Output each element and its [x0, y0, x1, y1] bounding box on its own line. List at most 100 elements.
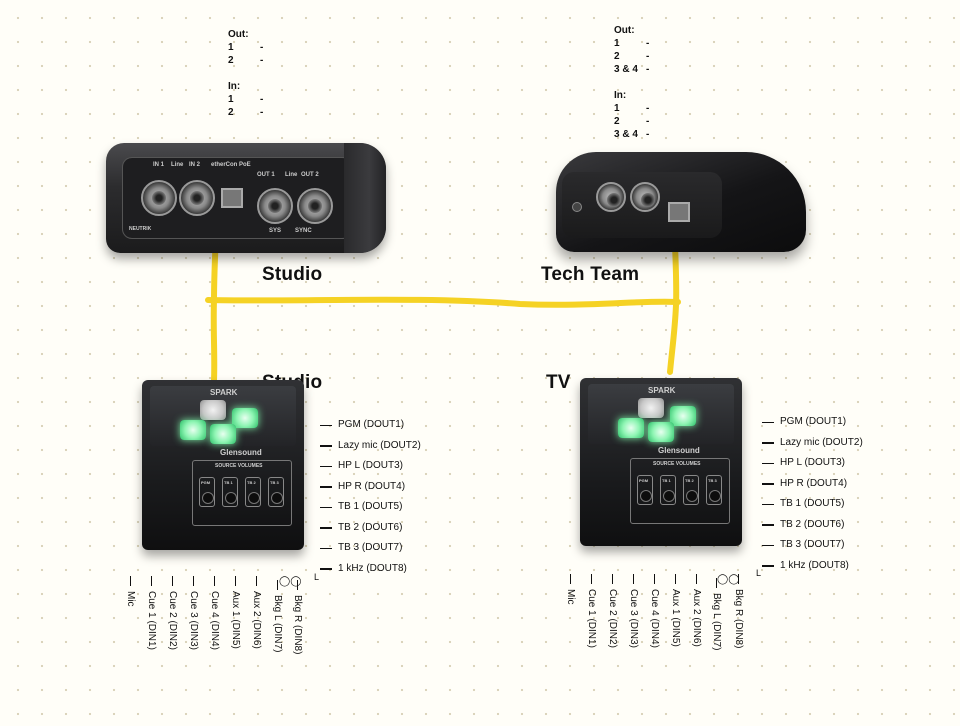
- device-endcap: [344, 143, 386, 253]
- output-item: HP L (DOUT3): [762, 453, 863, 474]
- output-item: TB 2 (DOUT6): [320, 518, 421, 539]
- volume-knob[interactable]: TB 3: [706, 475, 722, 505]
- xlr-in2-connector-icon: [179, 180, 215, 216]
- tech-in-heading: In:: [614, 90, 627, 101]
- output-item: PGM (DOUT1): [320, 415, 421, 436]
- tech-out-row: 3 & 4-: [614, 64, 650, 75]
- spark-top-panel: SPARK: [150, 386, 296, 446]
- input-label: Bkg L (DIN7): [711, 578, 722, 650]
- input-label: Cue 2 (DIN2): [607, 574, 618, 648]
- volume-knob[interactable]: TB 2: [683, 475, 699, 505]
- ethercon-port-icon: [221, 188, 243, 208]
- studio-spark-device: SPARK Glensound SOURCE VOLUMES PGM TB 1 …: [142, 380, 304, 550]
- volume-knob[interactable]: PGM: [199, 477, 215, 507]
- input-label: Bkg R (DIN8): [292, 580, 303, 654]
- output-item: Lazy mic (DOUT2): [762, 433, 863, 454]
- tech-in-row: 3 & 4-: [614, 129, 650, 140]
- input-label: Bkg R (DIN8): [733, 574, 744, 648]
- tech-out-row: 1-: [614, 38, 650, 49]
- output-item: TB 3 (DOUT7): [762, 535, 863, 556]
- input-label: Cue 3 (DIN3): [628, 574, 639, 648]
- tech-team-label: Tech Team: [541, 264, 640, 285]
- corner-label: L: [756, 568, 762, 578]
- tv-label: TV: [546, 372, 571, 393]
- tech-io-block: Out: 1- 2- 3 & 4- In: 1- 2- 3 & 4-: [614, 24, 649, 141]
- maker-logo: Glensound: [220, 448, 262, 457]
- input-label: Cue 1 (DIN1): [146, 576, 157, 650]
- tech-out-row: 2-: [614, 51, 650, 62]
- panel-label: etherCon PoE: [211, 162, 251, 168]
- spark-brand: SPARK: [648, 386, 676, 395]
- output-item: HP R (DOUT4): [320, 477, 421, 498]
- headphone-icon: ◯◯: [717, 574, 740, 585]
- input-label: Aux 2 (DIN6): [691, 574, 702, 647]
- studio-out-heading: Out:: [228, 29, 249, 40]
- tech-out-heading: Out:: [614, 25, 635, 36]
- volume-knob[interactable]: PGM: [637, 475, 653, 505]
- output-item: TB 1 (DOUT5): [320, 497, 421, 518]
- volume-knob[interactable]: TB 1: [660, 475, 676, 505]
- panel-label: OUT 1: [257, 172, 275, 178]
- input-label: Cue 2 (DIN2): [167, 576, 178, 650]
- input-label: Cue 3 (DIN3): [188, 576, 199, 650]
- talk-key-button[interactable]: [210, 424, 236, 444]
- panel-label: OUT 2: [301, 172, 319, 178]
- input-label: Mic: [125, 576, 136, 607]
- tech-interface-front-panel: [562, 172, 722, 238]
- xlr-out1-connector-icon: [257, 188, 293, 224]
- studio-out-row: 1-: [228, 42, 264, 53]
- combo-in1-connector-icon: [596, 182, 626, 212]
- input-label: Aux 2 (DIN6): [251, 576, 262, 649]
- xlr-in1-connector-icon: [141, 180, 177, 216]
- panel-label: IN 1: [153, 162, 165, 168]
- input-label: Cue 4 (DIN4): [649, 574, 660, 648]
- source-volumes-panel: SOURCE VOLUMES PGM TB 1 TB 2 TB 3: [192, 460, 292, 526]
- output-item: Lazy mic (DOUT2): [320, 436, 421, 457]
- xlr-out2-connector-icon: [297, 188, 333, 224]
- talk-key-button[interactable]: [670, 406, 696, 426]
- studio-in-row: 2-: [228, 107, 264, 118]
- tech-in-row: 2-: [614, 116, 650, 127]
- panel-title: SOURCE VOLUMES: [215, 463, 263, 469]
- output-item: TB 2 (DOUT6): [762, 515, 863, 536]
- brand-label: NEUTRIK: [129, 226, 152, 232]
- tv-output-list: PGM (DOUT1) Lazy mic (DOUT2) HP L (DOUT3…: [762, 412, 863, 576]
- combo-in2-connector-icon: [630, 182, 660, 212]
- input-label: Cue 4 (DIN4): [209, 576, 220, 650]
- input-label: Aux 1 (DIN5): [230, 576, 241, 649]
- output-item: PGM (DOUT1): [762, 412, 863, 433]
- volume-knob[interactable]: TB 1: [222, 477, 238, 507]
- input-label: Bkg L (DIN7): [272, 580, 283, 652]
- volume-knob[interactable]: TB 2: [245, 477, 261, 507]
- talk-key-button[interactable]: [232, 408, 258, 428]
- talk-key-button[interactable]: [180, 420, 206, 440]
- panel-label: Line: [285, 172, 298, 178]
- panel-title: SOURCE VOLUMES: [653, 461, 701, 467]
- tv-spark-device: SPARK Glensound SOURCE VOLUMES PGM TB 1 …: [580, 378, 742, 546]
- headphone-jack-icon: [572, 202, 582, 212]
- studio-in-heading: In:: [228, 81, 241, 92]
- spark-brand: SPARK: [210, 388, 238, 397]
- studio-interface-front-panel: IN 1 Line IN 2 etherCon PoE OUT 1 Line O…: [122, 157, 352, 239]
- input-label: Cue 1 (DIN1): [586, 574, 597, 648]
- talk-key-button[interactable]: [638, 398, 664, 418]
- volume-knob[interactable]: TB 3: [268, 477, 284, 507]
- output-item: HP L (DOUT3): [320, 456, 421, 477]
- panel-label: SYS: [269, 228, 282, 234]
- maker-logo: Glensound: [658, 446, 700, 455]
- output-item: TB 1 (DOUT5): [762, 494, 863, 515]
- input-label: Aux 1 (DIN5): [670, 574, 681, 647]
- studio-output-list: PGM (DOUT1) Lazy mic (DOUT2) HP L (DOUT3…: [320, 415, 421, 579]
- tech-in-row: 1-: [614, 103, 650, 114]
- talk-key-button[interactable]: [200, 400, 226, 420]
- panel-label: Line: [171, 162, 184, 168]
- studio-interface-device: IN 1 Line IN 2 etherCon PoE OUT 1 Line O…: [106, 143, 386, 253]
- studio-in-row: 1-: [228, 94, 264, 105]
- output-item: 1 kHz (DOUT8): [320, 559, 421, 580]
- source-volumes-panel: SOURCE VOLUMES PGM TB 1 TB 2 TB 3: [630, 458, 730, 524]
- studio-io-block: Out: 1- 2- In: 1- 2-: [228, 28, 263, 119]
- talk-key-button[interactable]: [648, 422, 674, 442]
- talk-key-button[interactable]: [618, 418, 644, 438]
- studio-out-row: 2-: [228, 55, 264, 66]
